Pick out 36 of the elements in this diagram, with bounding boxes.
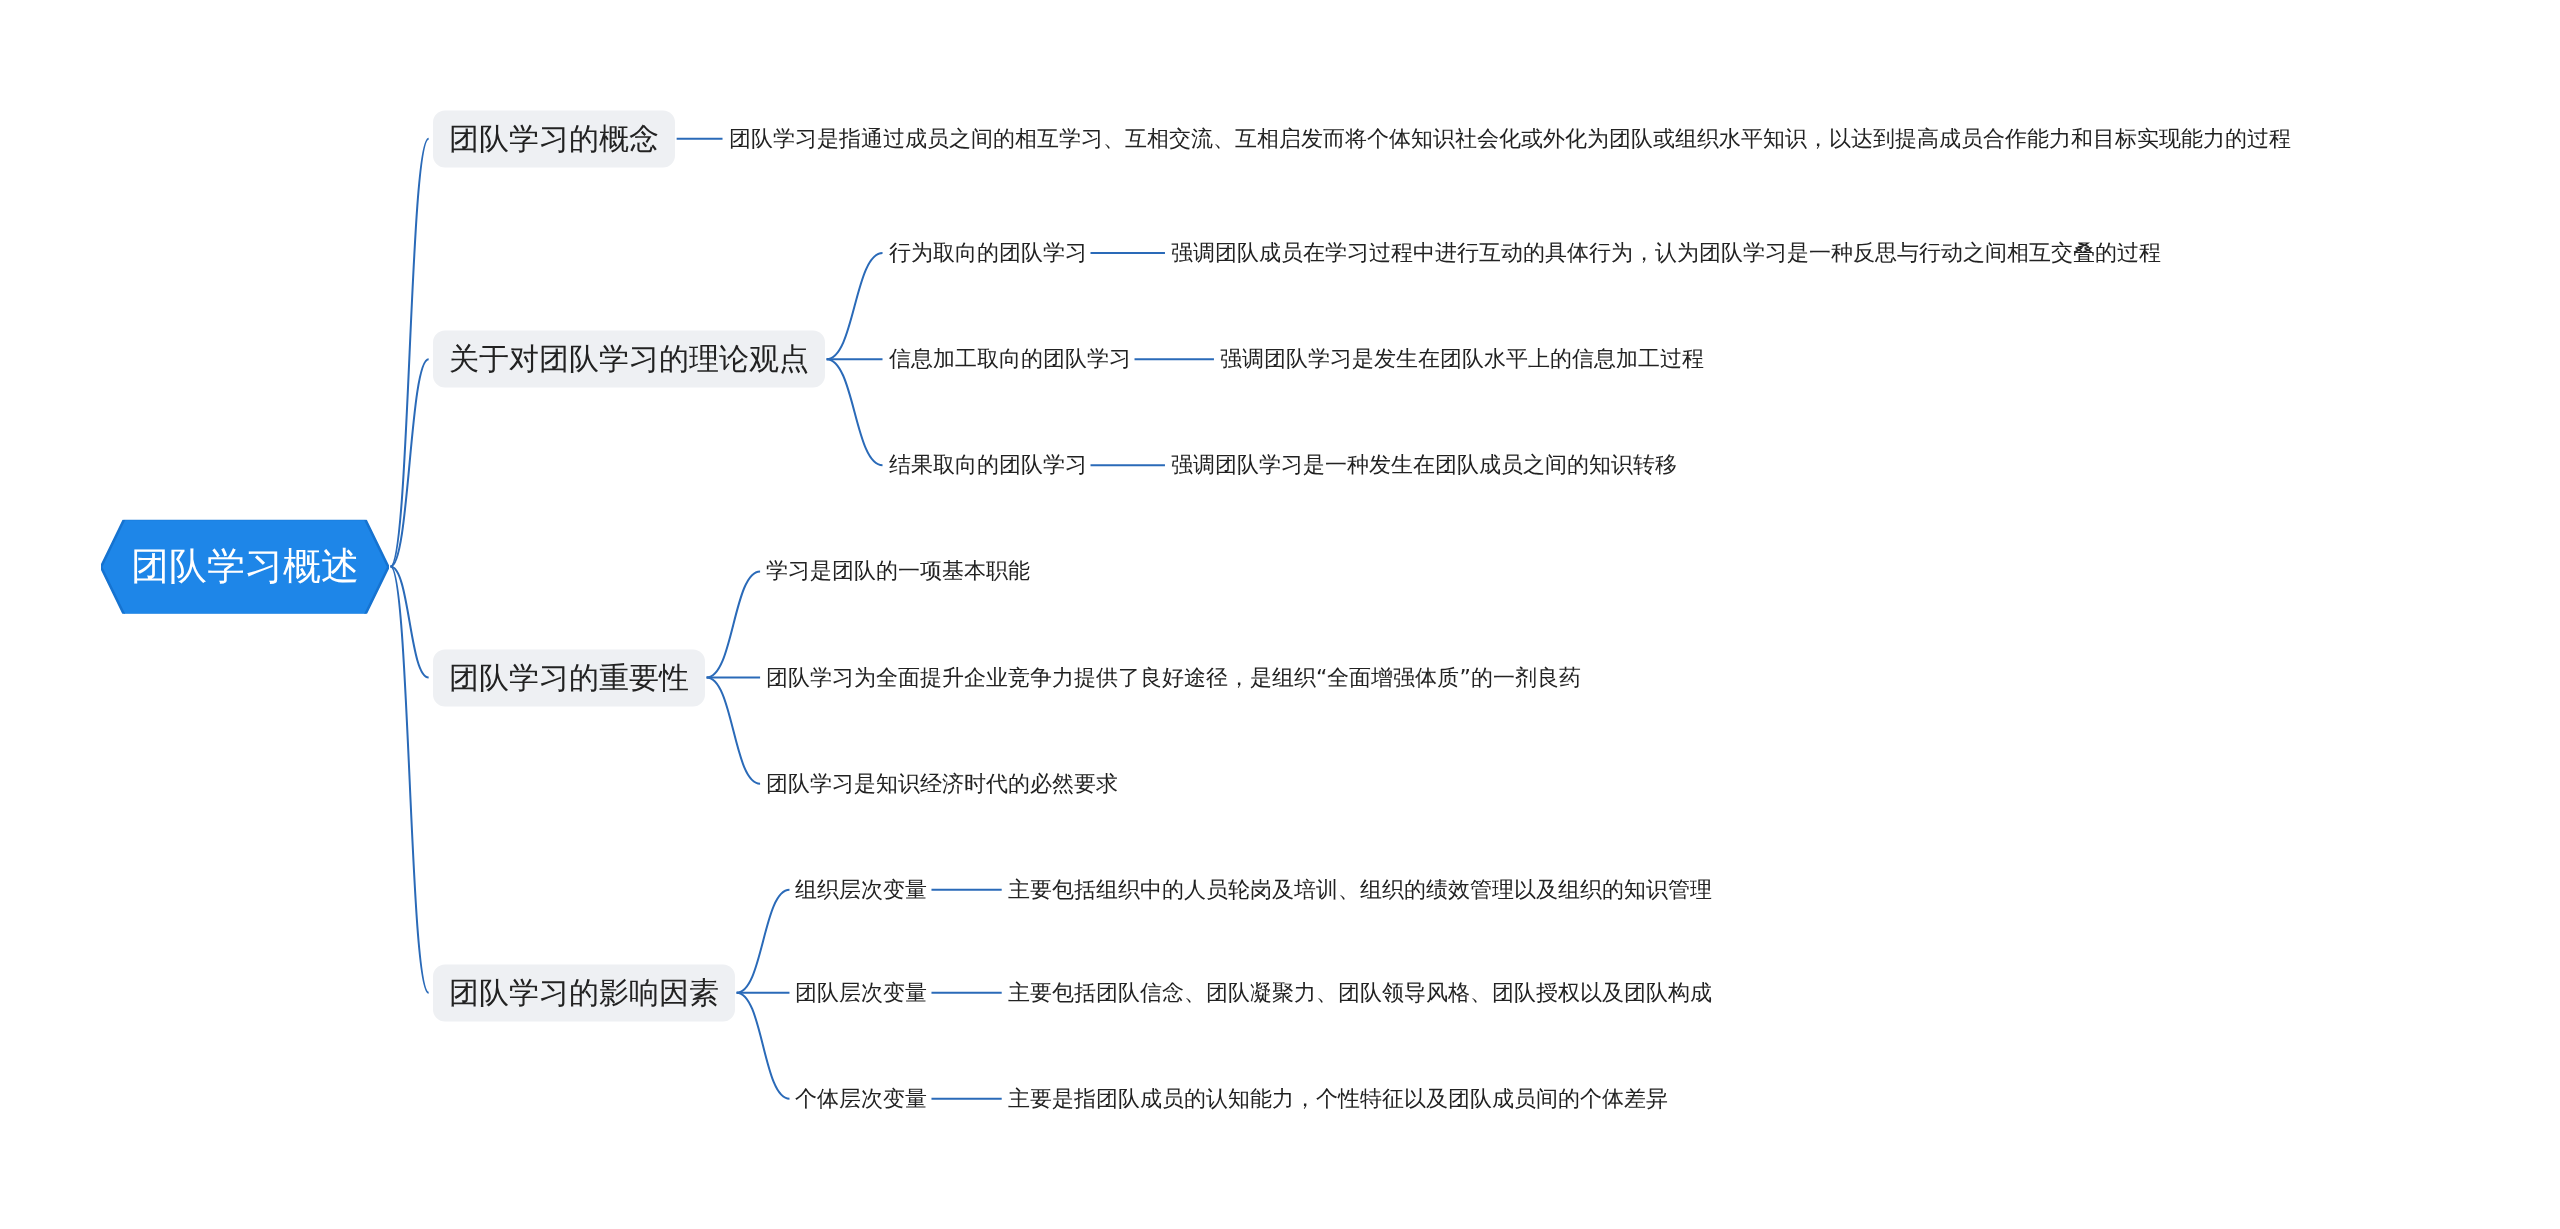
detail-text: 学习是团队的一项基本职能 (764, 552, 1033, 591)
detail-text: 主要包括团队信念、团队凝聚力、团队领导风格、团队授权以及团队构成 (1005, 973, 1714, 1012)
detail-text: 强调团队学习是发生在团队水平上的信息加工过程 (1217, 340, 1706, 379)
topic-box: 团队学习的重要性 (432, 649, 705, 707)
connector (735, 888, 791, 994)
connector (1133, 358, 1215, 361)
subtopic-text: 团队层次变量 (793, 973, 930, 1012)
subtopic-text: 信息加工取向的团队学习 (886, 340, 1133, 379)
connector (389, 565, 430, 994)
detail-text: 团队学习是知识经济时代的必然要求 (764, 764, 1121, 803)
topic-box: 团队学习的概念 (432, 110, 675, 168)
connector (930, 888, 1003, 891)
connector (705, 676, 762, 785)
connector (1089, 252, 1166, 255)
connector (389, 565, 430, 679)
connector (675, 137, 724, 140)
topic-box: 关于对团队学习的理论观点 (432, 330, 825, 388)
connector (930, 1097, 1003, 1100)
detail-text: 主要包括组织中的人员轮岗及培训、组织的绩效管理以及组织的知识管理 (1005, 870, 1714, 909)
detail-text: 团队学习为全面提升企业竞争力提供了良好途径，是组织“全面增强体质”的一剂良药 (764, 658, 1583, 697)
detail-text: 强调团队学习是一种发生在团队成员之间的知识转移 (1168, 446, 1679, 485)
connector (1089, 464, 1166, 467)
connector (735, 991, 791, 1100)
topic-box: 团队学习的影响因素 (432, 964, 735, 1022)
detail-text: 主要是指团队成员的认知能力，个性特征以及团队成员间的个体差异 (1005, 1079, 1670, 1118)
subtopic-text: 个体层次变量 (793, 1079, 930, 1118)
detail-text: 团队学习是指通过成员之间的相互学习、互相交流、互相启发而将个体知识社会化或外化为团队或组织水平知识，以达到提高成员合作能力和目标实现能力的过程 (726, 119, 2293, 158)
central-topic: 团队学习概述 (101, 519, 389, 614)
subtopic-text: 行为取向的团队学习 (886, 234, 1089, 273)
subtopic-text: 组织层次变量 (793, 870, 930, 909)
subtopic-text: 结果取向的团队学习 (886, 446, 1089, 485)
connector (825, 358, 884, 467)
detail-text: 强调团队成员在学习过程中进行互动的具体行为，认为团队学习是一种反思与行动之间相互交叠的过程 (1168, 234, 2163, 273)
connector (930, 991, 1003, 994)
connector (705, 570, 762, 679)
connector (389, 358, 430, 568)
